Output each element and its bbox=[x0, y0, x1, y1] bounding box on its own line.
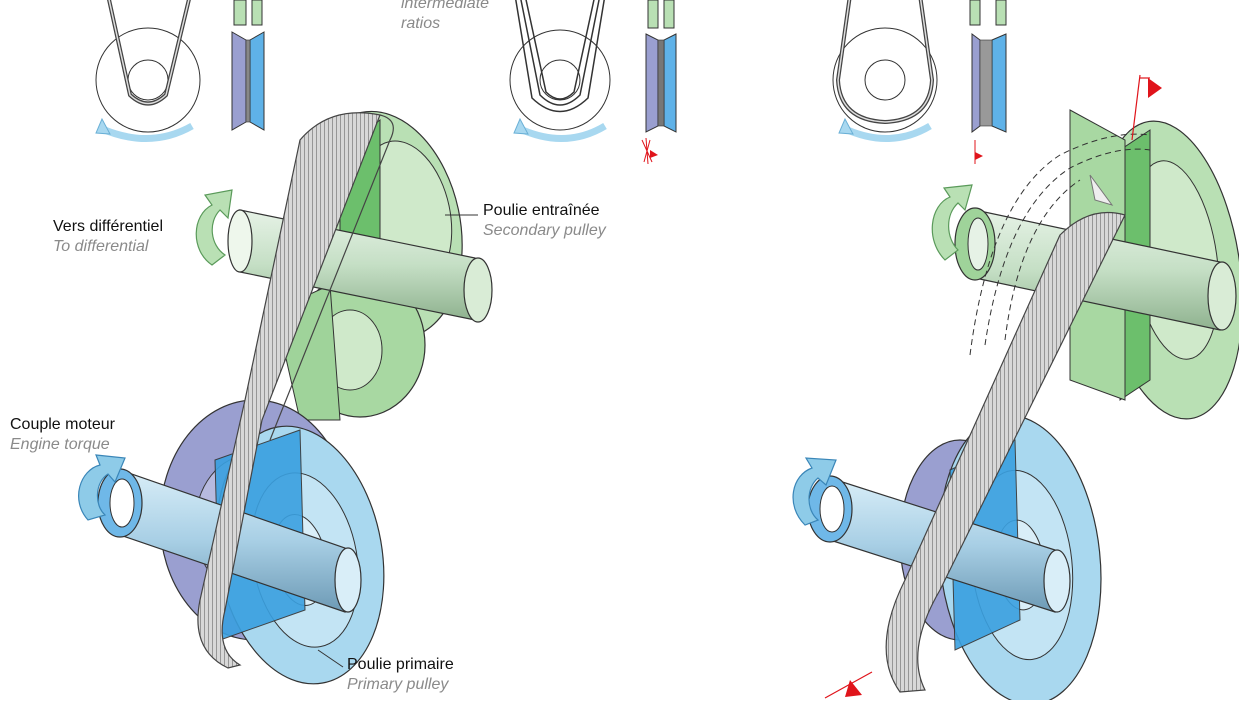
rotation-arrow-icon bbox=[513, 117, 529, 135]
secondary-pulley-label: Poulie entraînée Secondary pulley bbox=[483, 201, 606, 241]
differential-label-en: To differential bbox=[53, 238, 149, 255]
cvt-right-assembly bbox=[792, 74, 1239, 705]
ratios-line2: ratios bbox=[401, 15, 441, 32]
engine-torque-label: Couple moteur Engine torque bbox=[10, 415, 115, 455]
primary-pulley-label-en: Primary pulley bbox=[347, 676, 449, 693]
flag-indicator-icon bbox=[650, 150, 658, 158]
primary-pulley-label-fr: Poulie primaire bbox=[347, 656, 454, 673]
differential-label: Vers différentiel To differential bbox=[53, 217, 163, 257]
rotation-arrow-icon bbox=[78, 454, 126, 521]
rotation-arrow-icon bbox=[195, 189, 233, 266]
differential-label-fr: Vers différentiel bbox=[53, 218, 163, 235]
schematic-low-ratio bbox=[95, 0, 265, 142]
secondary-pulley-label-fr: Poulie entraînée bbox=[483, 202, 600, 219]
ratios-label: intermediate ratios bbox=[401, 0, 489, 34]
flag-indicator-icon bbox=[845, 680, 862, 697]
schematic-high-ratio bbox=[832, 0, 1007, 164]
flag-indicator-icon bbox=[975, 152, 983, 160]
rotation-arrow-icon bbox=[792, 457, 837, 526]
ratios-line1: intermediate bbox=[401, 0, 490, 12]
flag-indicator-icon bbox=[1148, 78, 1162, 98]
secondary-pulley-label-en: Secondary pulley bbox=[483, 222, 606, 239]
rotation-arrow-icon bbox=[95, 117, 111, 135]
primary-pulley-label: Poulie primaire Primary pulley bbox=[347, 655, 454, 695]
rotation-arrow-icon bbox=[931, 184, 973, 261]
engine-torque-label-fr: Couple moteur bbox=[10, 416, 115, 433]
cvt-left-assembly bbox=[78, 110, 493, 685]
engine-torque-label-en: Engine torque bbox=[10, 436, 110, 453]
rotation-arrow-icon bbox=[838, 117, 854, 135]
schematic-intermediate bbox=[509, 0, 677, 165]
